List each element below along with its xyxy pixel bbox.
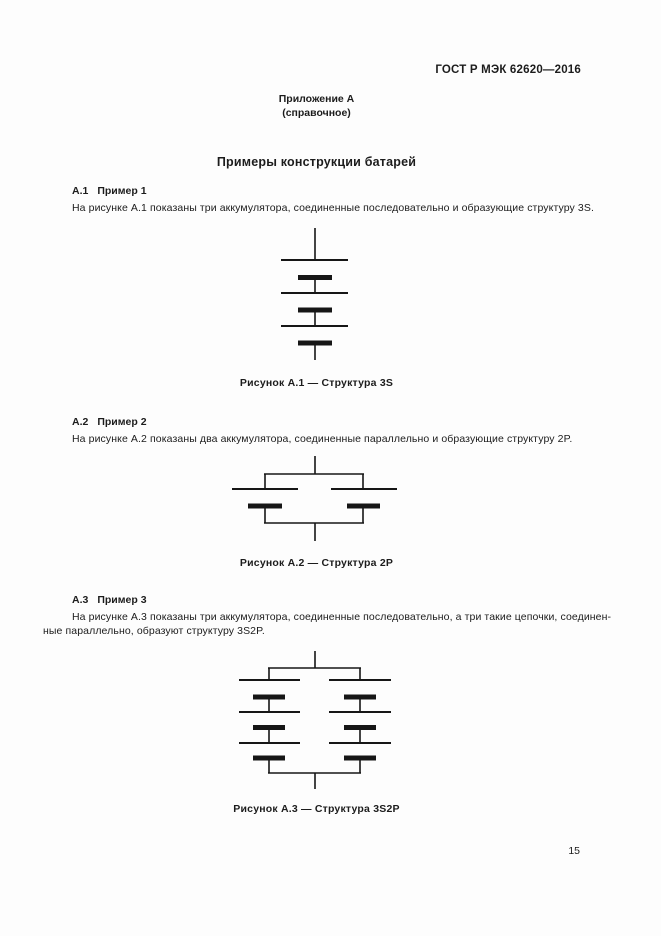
annex-kind: (справочное) — [282, 107, 351, 119]
section-number: А.3 — [72, 594, 89, 606]
figure-caption-a2: Рисунок А.2 — Структура 2P — [239, 557, 394, 569]
battery-structure-3s-diagram — [281, 228, 348, 360]
section-body-a2: На рисунке А.2 показаны два аккумулятора… — [72, 433, 573, 445]
section-body-a3-line1: На рисунке А.3 показаны три аккумулятора… — [72, 611, 612, 623]
battery-structure-2p-diagram — [232, 456, 397, 541]
section-heading-a2: А.2 Пример 2 — [72, 416, 147, 428]
section-title: Пример 2 — [97, 416, 147, 428]
figure-caption-a3: Рисунок А.3 — Структура 3S2P — [233, 803, 400, 815]
section-heading-a3: А.3 Пример 3 — [72, 594, 147, 606]
figure-caption-a1: Рисунок А.1 — Структура 3S — [239, 377, 394, 389]
page-title: Примеры конструкции батарей — [216, 155, 417, 169]
annex-label: Приложение А — [278, 93, 355, 105]
section-title: Пример 3 — [97, 594, 147, 606]
page-number: 15 — [568, 845, 580, 857]
section-number: А.2 — [72, 416, 89, 428]
section-number: А.1 — [72, 185, 89, 197]
section-body-a1: На рисунке А.1 показаны три аккумулятора… — [72, 202, 594, 214]
section-heading-a1: А.1 Пример 1 — [72, 185, 147, 197]
section-title: Пример 1 — [97, 185, 147, 197]
section-body-a3-line2: ные параллельно, образуют структуру 3S2P… — [43, 625, 265, 637]
document-designation: ГОСТ Р МЭК 62620—2016 — [435, 64, 581, 76]
battery-structure-3s2p-diagram — [239, 651, 391, 789]
